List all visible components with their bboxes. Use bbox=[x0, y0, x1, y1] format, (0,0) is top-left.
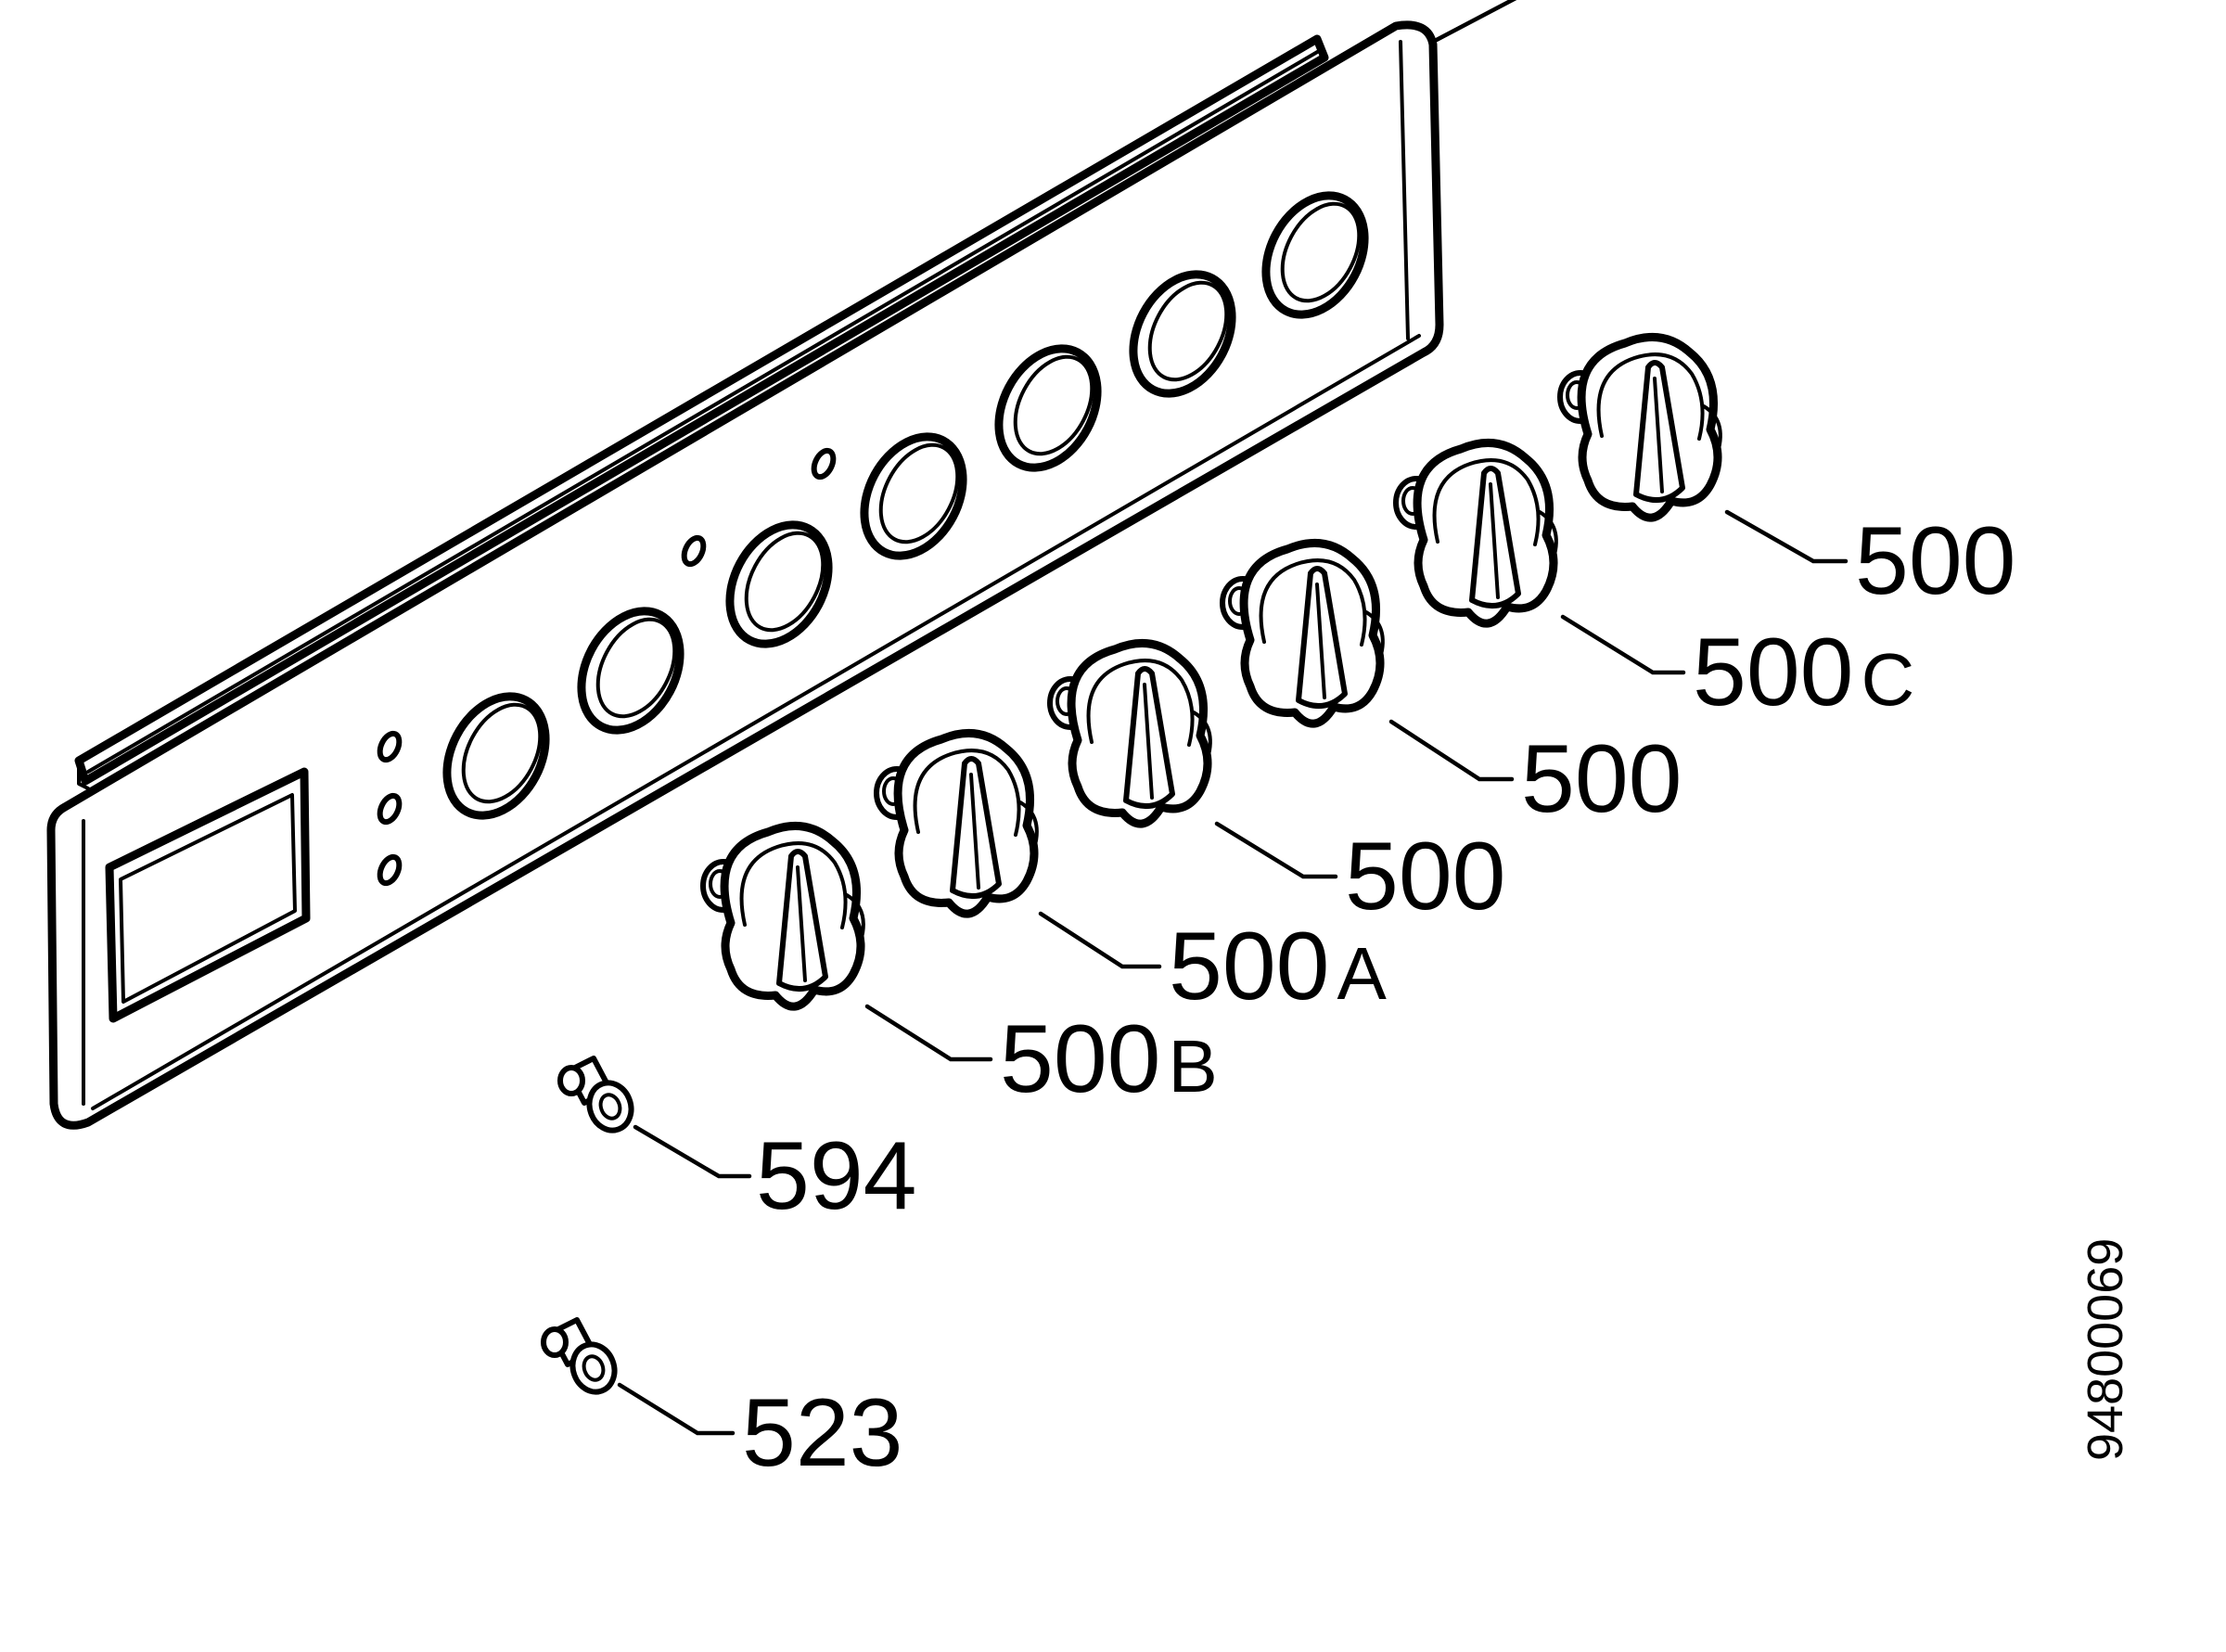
indicator-lamp bbox=[377, 853, 403, 887]
callout-label: 500 bbox=[1345, 823, 1506, 930]
screw-523 bbox=[544, 1320, 621, 1398]
knob-opening-rim bbox=[878, 442, 960, 544]
callout-label: 500 bbox=[1521, 725, 1682, 833]
panel-front-face bbox=[46, 20, 1444, 1130]
knob-opening-rim bbox=[595, 617, 677, 719]
knob-opening bbox=[725, 520, 833, 648]
leader-line bbox=[1388, 719, 1515, 782]
document-number: 94800069 bbox=[2078, 1238, 2133, 1461]
leader-line bbox=[633, 1124, 752, 1179]
knob-500-b bbox=[1222, 543, 1383, 724]
panel-leader-line bbox=[1430, 0, 1517, 45]
screw-594 bbox=[560, 1058, 638, 1136]
knob-500b bbox=[703, 826, 864, 1006]
knob-opening bbox=[1129, 270, 1236, 398]
knob-opening bbox=[860, 432, 967, 560]
knob-opening bbox=[1261, 191, 1369, 319]
leader-line bbox=[864, 1004, 993, 1062]
panel-front-chamfer bbox=[91, 334, 1421, 1110]
knob-openings bbox=[442, 191, 1369, 820]
leader-lines bbox=[617, 509, 1849, 1436]
knob-opening bbox=[577, 607, 684, 735]
callout-label: 500 bbox=[1855, 507, 2016, 615]
indicator-lamp bbox=[811, 447, 837, 480]
panel-rail-groove bbox=[86, 49, 1321, 774]
callout-label: 594 bbox=[756, 1122, 917, 1230]
knob-opening-rim bbox=[1280, 201, 1362, 303]
leader-line bbox=[1724, 509, 1849, 564]
knob-opening-rim bbox=[744, 531, 825, 633]
screws bbox=[544, 1058, 638, 1398]
leader-line bbox=[1560, 614, 1686, 675]
leader-line bbox=[1038, 911, 1162, 969]
knob-opening bbox=[994, 344, 1102, 472]
knob-500c bbox=[1396, 442, 1556, 623]
knob-opening-rim bbox=[461, 702, 543, 804]
leader-line bbox=[1214, 821, 1338, 879]
knob-opening-rim bbox=[1013, 354, 1094, 456]
knob-opening-rim bbox=[1147, 280, 1229, 382]
knob-500-c bbox=[1560, 337, 1721, 518]
indicator-lamp bbox=[681, 534, 707, 568]
indicator-lamp bbox=[377, 792, 403, 826]
leader-line bbox=[617, 1382, 736, 1436]
callout-label: 523 bbox=[742, 1379, 903, 1487]
indicator-lamp bbox=[377, 730, 403, 763]
panel-rail-end bbox=[77, 759, 90, 790]
control-panel bbox=[46, 0, 1517, 1130]
indicator-lamps bbox=[377, 447, 837, 887]
knob-500a bbox=[876, 733, 1037, 914]
panel-right-bevel bbox=[1399, 40, 1410, 340]
knob-opening bbox=[442, 692, 550, 820]
knob-500-a bbox=[1050, 643, 1210, 824]
display-window bbox=[105, 767, 311, 1023]
